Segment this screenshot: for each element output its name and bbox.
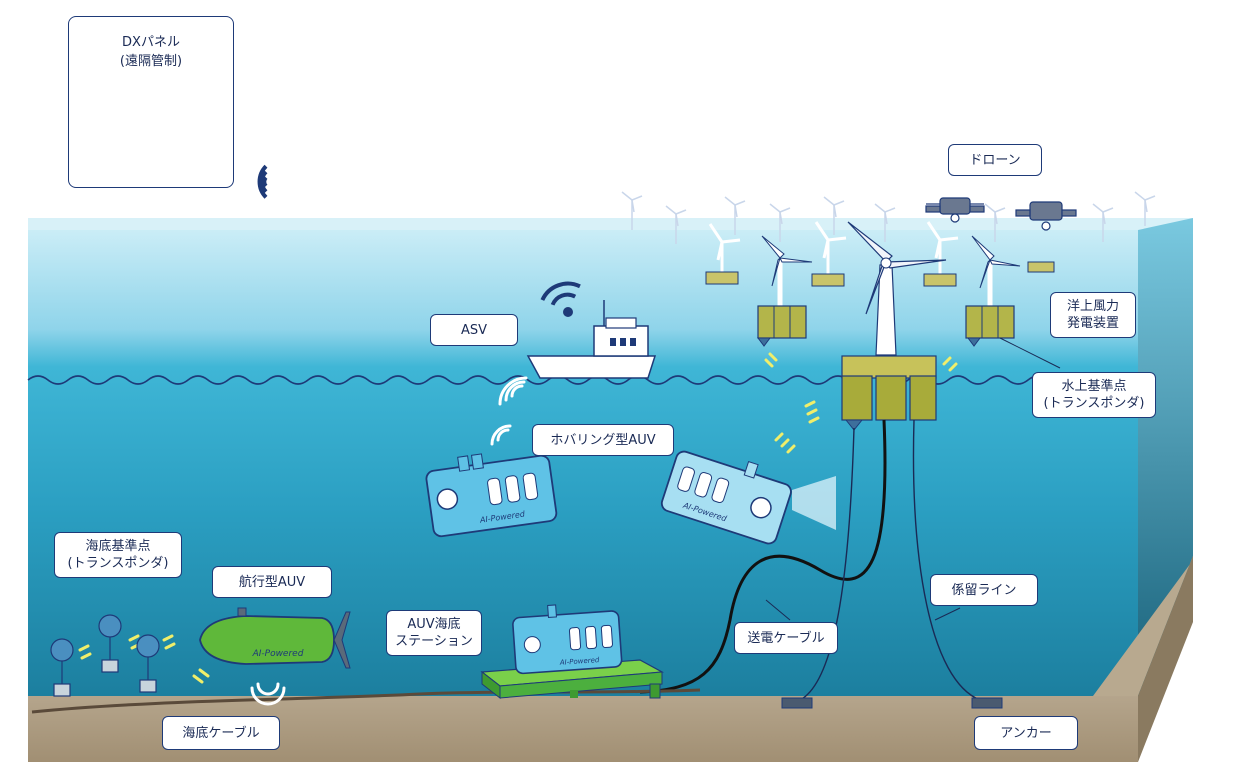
label-power-cable-text: 送電ケーブル [747, 630, 825, 646]
label-auv-station: AUV海底 ステーション [386, 610, 482, 656]
label-asv: ASV [430, 314, 518, 346]
mooring-line-right [912, 419, 981, 701]
auv-light-cone [792, 476, 836, 530]
station-auv-text: AI-Powered [559, 656, 601, 667]
acoustic-signals [78, 352, 958, 706]
wifi-icon-dx [257, 164, 268, 199]
turbine-left [757, 235, 813, 339]
wifi-icon-asv [540, 281, 581, 317]
seabed-side [1138, 556, 1193, 762]
sea-surface-plane [28, 218, 1193, 230]
label-offshore-wind: 洋上風力 発電装置 [1050, 292, 1136, 338]
label-seabed-transponder: 海底基準点 (トランスポンダ) [54, 532, 182, 578]
turbine-main [841, 221, 947, 431]
drone-left [925, 197, 985, 223]
dx-panel-subtitle: (遠隔管制) [119, 54, 183, 69]
cruising-auv: AI-Powered [199, 607, 351, 669]
anchor-right [971, 697, 1003, 709]
label-seabed-transponder-line2: (トランスポンダ) [67, 556, 169, 571]
asv-boat [526, 300, 657, 379]
label-anchor-text: アンカー [1000, 725, 1052, 741]
float-transponder-right [967, 337, 981, 347]
label-mooring-line: 係留ライン [930, 574, 1038, 606]
label-anchor: アンカー [974, 716, 1078, 750]
hovering-auv-left: AI-Powered [425, 453, 558, 538]
mooring-line-left [799, 427, 855, 701]
label-power-cable: 送電ケーブル [734, 622, 838, 654]
label-auv-station-line1: AUV海底 [407, 617, 461, 632]
distant-turbines [621, 191, 1156, 244]
label-cruising-auv-text: 航行型AUV [238, 574, 306, 590]
drone-right [1015, 201, 1077, 231]
hovering-auv-right: AI-Powered [660, 450, 792, 545]
label-offshore-wind-line1: 洋上風力 [1066, 299, 1119, 314]
label-seabed-transponder-line1: 海底基準点 [85, 539, 151, 554]
mid-floats [705, 261, 1055, 287]
float-transponder-left [757, 337, 771, 347]
label-hovering-auv: ホバリング型AUV [532, 424, 674, 456]
surface-wave [27, 375, 1129, 385]
power-cable [639, 419, 887, 694]
label-drone-text: ドローン [969, 152, 1021, 168]
dx-panel: DXパネル (遠隔管制) [68, 16, 234, 188]
dx-panel-title: DXパネル [122, 35, 180, 50]
label-surface-transponder-line2: (トランスポンダ) [1043, 396, 1145, 411]
label-hovering-auv-text: ホバリング型AUV [550, 432, 656, 448]
label-seabed-cable-text: 海底ケーブル [182, 725, 260, 741]
turbine-right [965, 235, 1021, 339]
cruising-auv-text: AI-Powered [252, 649, 304, 659]
label-surface-transponder-line1: 水上基準点 [1061, 379, 1127, 394]
anchor-left [781, 697, 813, 709]
label-seabed-cable: 海底ケーブル [162, 716, 280, 750]
seabed-cable [31, 688, 701, 714]
label-mooring-line-text: 係留ライン [951, 582, 1017, 598]
label-asv-text: ASV [460, 322, 488, 338]
label-cruising-auv: 航行型AUV [212, 566, 332, 598]
mid-turbines [708, 221, 959, 276]
label-surface-transponder: 水上基準点 (トランスポンダ) [1032, 372, 1156, 418]
label-auv-station-line2: ステーション [395, 634, 473, 649]
label-drone: ドローン [948, 144, 1042, 176]
seabed-transponders [50, 614, 160, 697]
label-offshore-wind-line2: 発電装置 [1066, 316, 1119, 331]
auv-seabed-station: AI-Powered [480, 604, 665, 700]
